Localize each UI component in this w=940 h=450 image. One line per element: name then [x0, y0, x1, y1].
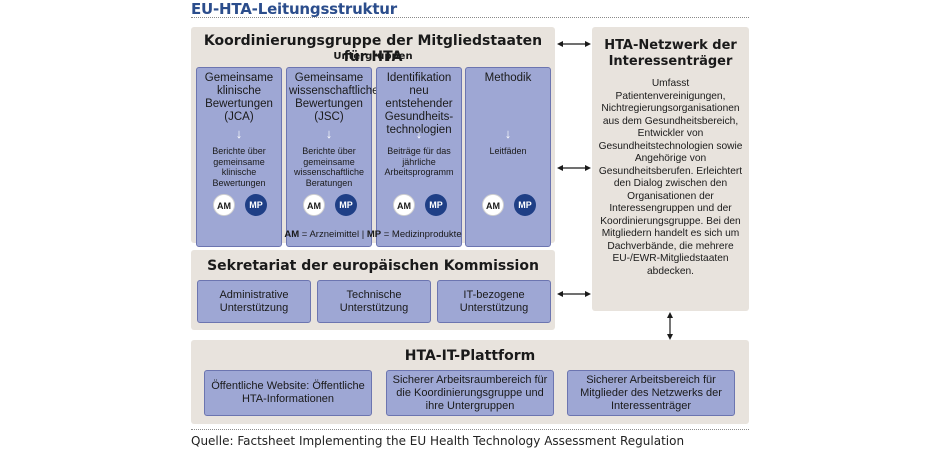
legend-am-abbr: AM [284, 229, 300, 240]
it-platform-title: HTA-IT-Plattform [404, 348, 536, 364]
legend-mp-text: = Medizinprodukte [381, 229, 462, 240]
badge-am: AM [303, 194, 325, 216]
arrow-down-icon: ↓ [415, 126, 423, 141]
public-website-box: Öffentliche Website: Öffentliche HTA-Inf… [204, 370, 372, 416]
subgroup-emerging-tech-output: Beiträge für das jährliche Arbeitsprogra… [384, 146, 454, 177]
badge-am: AM [213, 194, 235, 216]
subgroup-emerging-tech: Identifikation neu entstehender Gesundhe… [376, 67, 462, 247]
page-title: EU-HTA-Leitungsstruktur [191, 0, 397, 18]
admin-support-box: Administrative Unterstützung [197, 280, 311, 323]
secretariat-panel: Sekretariat der europäischen Kommission … [191, 250, 555, 330]
subgroup-jca: Gemeinsame klinische Bewertungen (JCA) ↓… [196, 67, 282, 247]
arrow-down-icon: ↓ [235, 126, 243, 141]
badge-mp: MP [335, 194, 357, 216]
subgroup-jsc-output: Berichte über gemeinsame wissenschaftlic… [293, 146, 365, 188]
stakeholder-network-description: Umfasst Patientenvereinigungen, Nichtreg… [598, 78, 743, 277]
vertical-double-arrow-icon [667, 312, 673, 340]
badge-legend: AM = Arzneimittel | MP = Medizinprodukte [191, 229, 555, 240]
badge-mp: MP [425, 194, 447, 216]
coordination-group-panel: Koordinierungsgruppe der Mitgliedstaaten… [191, 27, 555, 247]
subgroups-label: Untergruppen [333, 51, 413, 62]
badge-am: AM [393, 194, 415, 216]
badge-mp: MP [514, 194, 536, 216]
badge-am: AM [482, 194, 504, 216]
double-arrow-icon [557, 165, 591, 171]
subgroup-jsc-title: Gemeinsame wissenschaftliche Bewertungen… [289, 72, 379, 123]
subgroup-jsc: Gemeinsame wissenschaftliche Bewertungen… [286, 67, 379, 247]
source-note: Quelle: Factsheet Implementing the EU He… [191, 434, 685, 448]
double-arrow-icon [557, 291, 591, 297]
legend-mp-abbr: MP [366, 229, 382, 240]
subgroup-methodology-title: Methodik [484, 72, 532, 84]
badge-mp: MP [245, 194, 267, 216]
stakeholder-network-title: HTA-Netzwerk der Interessenträger [604, 38, 737, 69]
arrow-down-icon: ↓ [325, 126, 333, 141]
subgroup-emerging-tech-title: Identifikation neu entstehender Gesundhe… [384, 72, 454, 136]
arrow-down-icon: ↓ [504, 126, 512, 141]
subgroup-jca-output: Berichte über gemeinsame klinische Bewer… [212, 146, 266, 188]
coordination-workspace-box: Sicherer Arbeitsraumbereich für die Koor… [386, 370, 554, 416]
stakeholder-network-panel: HTA-Netzwerk der Interessenträger Umfass… [592, 27, 749, 311]
it-support-box: IT-bezogene Unterstützung [437, 280, 551, 323]
stakeholder-workspace-box: Sicherer Arbeitsbereich für Mitglieder d… [567, 370, 735, 416]
legend-am-text: = Arzneimittel | [299, 229, 367, 240]
it-platform-panel: HTA-IT-Plattform Öffentliche Website: Öf… [191, 340, 749, 424]
coordination-group-title: Koordinierungsgruppe der Mitgliedstaaten… [203, 33, 543, 65]
title-divider [191, 17, 749, 18]
subgroup-jca-title: Gemeinsame klinische Bewertungen (JCA) [204, 72, 274, 123]
secretariat-title: Sekretariat der europäischen Kommission [207, 258, 539, 274]
technical-support-box: Technische Unterstützung [317, 280, 431, 323]
double-arrow-icon [557, 41, 591, 47]
source-divider [191, 429, 749, 430]
subgroup-methodology: Methodik ↓ Leitfäden AM MP [465, 67, 551, 247]
subgroup-methodology-output: Leitfäden [489, 146, 527, 156]
